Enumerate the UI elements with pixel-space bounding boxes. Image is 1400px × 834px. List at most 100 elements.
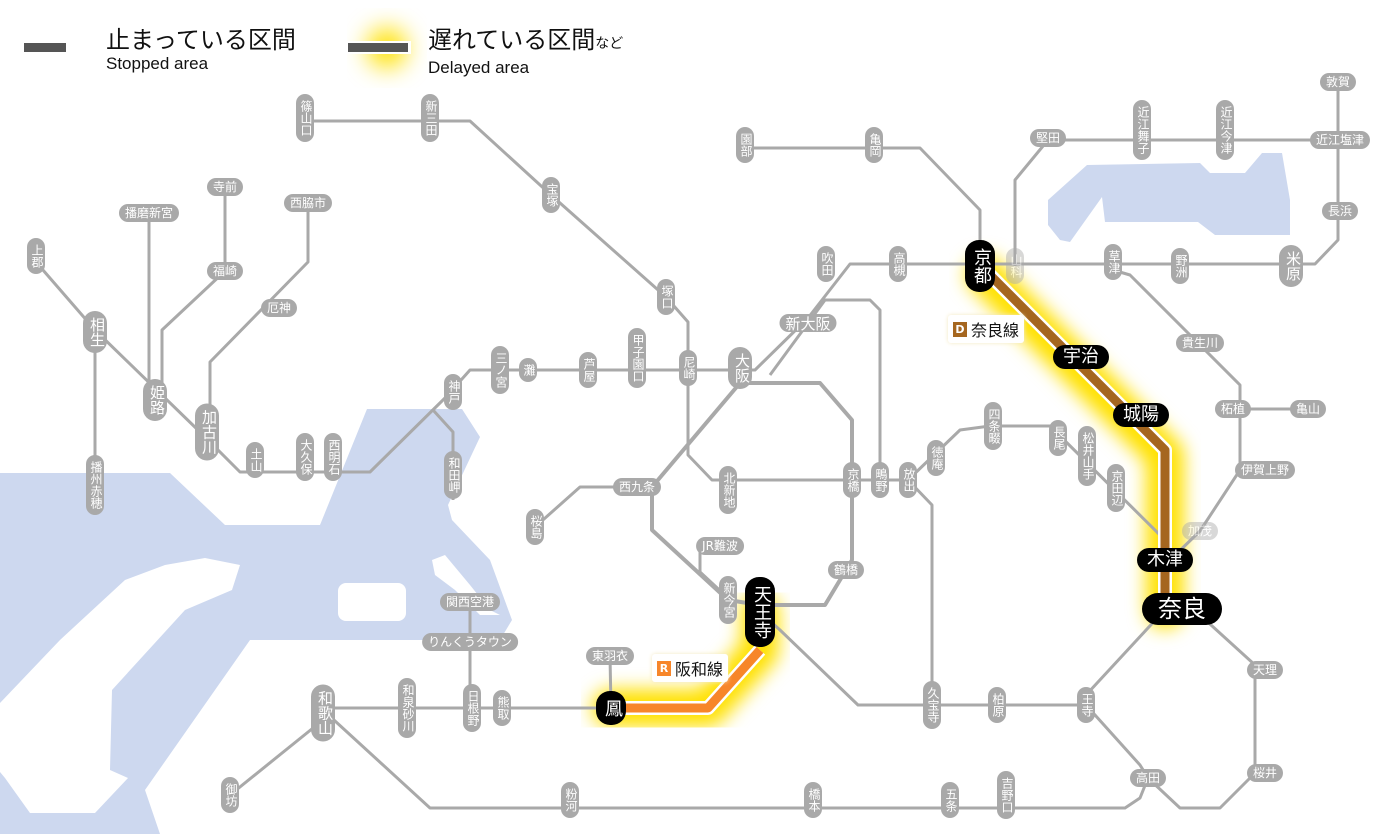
station-affected[interactable]: 木津 (1137, 548, 1193, 572)
station-normal[interactable]: 四条畷 (984, 402, 1002, 450)
station-normal[interactable]: 土山 (246, 442, 264, 478)
station-normal[interactable]: 園部 (736, 127, 754, 163)
station-normal[interactable]: 徳庵 (927, 440, 945, 476)
station-normal[interactable]: 吹田 (817, 246, 835, 282)
station-normal[interactable]: 加茂 (1181, 522, 1219, 540)
station-normal[interactable]: 西脇市 (283, 194, 333, 212)
station-normal[interactable]: 天理 (1246, 661, 1284, 679)
station-normal[interactable]: 橋本 (804, 782, 822, 818)
station-normal[interactable]: 長浜 (1321, 202, 1359, 220)
hanwa-line-badge[interactable]: R 阪和線 (652, 654, 729, 682)
station-normal[interactable]: 近江舞子 (1133, 100, 1151, 160)
station-normal[interactable]: 柏原 (988, 687, 1006, 723)
station-normal[interactable]: 敦賀 (1319, 73, 1357, 91)
station-normal[interactable]: 桜島 (526, 509, 544, 545)
station-normal[interactable]: 放出 (899, 462, 917, 498)
station-normal[interactable]: 東羽衣 (585, 647, 635, 665)
station-normal[interactable]: りんくうタウン (422, 633, 518, 651)
station-normal[interactable]: 芦屋 (579, 352, 597, 388)
line-name: 奈良線 (971, 321, 1020, 340)
station-normal[interactable]: 大久保 (296, 433, 314, 481)
station-normal[interactable]: 姫路 (143, 379, 167, 421)
station-normal[interactable]: 山科 (1006, 248, 1024, 284)
station-normal[interactable]: 柘植 (1214, 400, 1252, 418)
line-code-icon: D (953, 321, 967, 337)
station-normal[interactable]: 鴫野 (871, 462, 889, 498)
station-normal[interactable]: 神戸 (444, 374, 462, 410)
station-normal[interactable]: 寺前 (206, 178, 244, 196)
station-normal[interactable]: 京橋 (843, 462, 861, 498)
station-normal[interactable]: 粉河 (561, 782, 579, 818)
line-name: 阪和線 (675, 660, 724, 679)
station-normal[interactable]: 貴生川 (1175, 334, 1225, 352)
station-normal[interactable]: 松井山手 (1078, 426, 1096, 486)
station-normal[interactable]: 吉野口 (997, 771, 1015, 819)
station-normal[interactable]: 御坊 (221, 777, 239, 813)
station-normal[interactable]: 甲子園口 (628, 328, 646, 388)
station-normal[interactable]: 王寺 (1077, 687, 1095, 723)
station-normal[interactable]: 灘 (519, 358, 537, 382)
station-normal[interactable]: 草津 (1104, 244, 1122, 280)
station-normal[interactable]: 堅田 (1029, 129, 1067, 147)
rail-lines (34, 82, 1340, 810)
station-normal[interactable]: 亀山 (1289, 400, 1327, 418)
station-normal[interactable]: 五条 (941, 782, 959, 818)
station-affected[interactable]: 京都 (965, 240, 995, 292)
station-normal[interactable]: 高田 (1129, 769, 1167, 787)
station-normal[interactable]: 尼崎 (679, 350, 697, 386)
osaka-bay (0, 409, 512, 834)
station-normal[interactable]: 大阪 (728, 347, 752, 389)
station-normal[interactable]: 鶴橋 (827, 561, 865, 579)
line-oji-kyuhoji (906, 478, 934, 705)
station-normal[interactable]: 米原 (1279, 245, 1303, 287)
line-osaka-loop (650, 381, 854, 607)
station-affected[interactable]: 城陽 (1113, 403, 1169, 427)
station-normal[interactable]: 塚口 (657, 279, 675, 315)
station-normal[interactable]: 播州赤穂 (86, 455, 104, 515)
station-normal[interactable]: 近江今津 (1216, 100, 1234, 160)
station-affected[interactable]: 鳳 (596, 691, 626, 725)
line-bantan (160, 187, 227, 400)
station-normal[interactable]: 和田岬 (444, 451, 462, 499)
station-normal[interactable]: 久宝寺 (923, 681, 941, 729)
station-normal[interactable]: 熊取 (493, 690, 511, 726)
station-normal[interactable]: 野洲 (1171, 248, 1189, 284)
station-normal[interactable]: 京田辺 (1107, 464, 1125, 512)
nara-line-badge[interactable]: D 奈良線 (948, 315, 1025, 343)
station-normal[interactable]: 和歌山 (311, 684, 335, 742)
station-normal[interactable]: 日根野 (463, 684, 481, 732)
station-normal[interactable]: 上郡 (27, 238, 45, 274)
station-normal[interactable]: 西九条 (612, 478, 662, 496)
delayed-swatch (348, 43, 408, 52)
legend-delayed-title: 遅れている区間 (428, 26, 596, 54)
station-normal[interactable]: 和泉砂川 (398, 678, 416, 738)
station-normal[interactable]: 福崎 (206, 262, 244, 280)
station-normal[interactable]: 三ノ宮 (491, 346, 509, 394)
station-normal[interactable]: 新大阪 (779, 314, 837, 333)
station-normal[interactable]: 北新地 (719, 466, 737, 514)
station-normal[interactable]: 播磨新宮 (118, 204, 180, 222)
station-normal[interactable]: JR難波 (696, 537, 744, 555)
station-affected[interactable]: 宇治 (1053, 345, 1109, 369)
station-normal[interactable]: 長尾 (1049, 420, 1067, 456)
station-normal[interactable]: 亀岡 (865, 127, 883, 163)
station-normal[interactable]: 篠山口 (296, 94, 314, 142)
station-normal[interactable]: 西明石 (324, 433, 342, 481)
legend-delayed-subtitle: Delayed area (428, 58, 530, 77)
station-normal[interactable]: 相生 (83, 311, 107, 353)
line-yamatoji (758, 610, 1150, 779)
station-normal[interactable]: 伊賀上野 (1234, 461, 1296, 479)
station-normal[interactable]: 近江塩津 (1309, 131, 1371, 149)
station-normal[interactable]: 新三田 (421, 94, 439, 142)
station-normal[interactable]: 桜井 (1246, 764, 1284, 782)
station-normal[interactable]: 関西空港 (439, 593, 501, 611)
station-normal[interactable]: 加古川 (195, 403, 219, 461)
station-normal[interactable]: 厄神 (260, 299, 298, 317)
water (0, 153, 1290, 834)
station-normal[interactable]: 宝塚 (542, 177, 560, 213)
station-affected[interactable]: 天王寺 (745, 577, 775, 647)
station-normal[interactable]: 高槻 (889, 246, 907, 282)
station-affected[interactable]: 奈良 (1142, 593, 1222, 625)
station-normal[interactable]: 新今宮 (719, 576, 737, 624)
